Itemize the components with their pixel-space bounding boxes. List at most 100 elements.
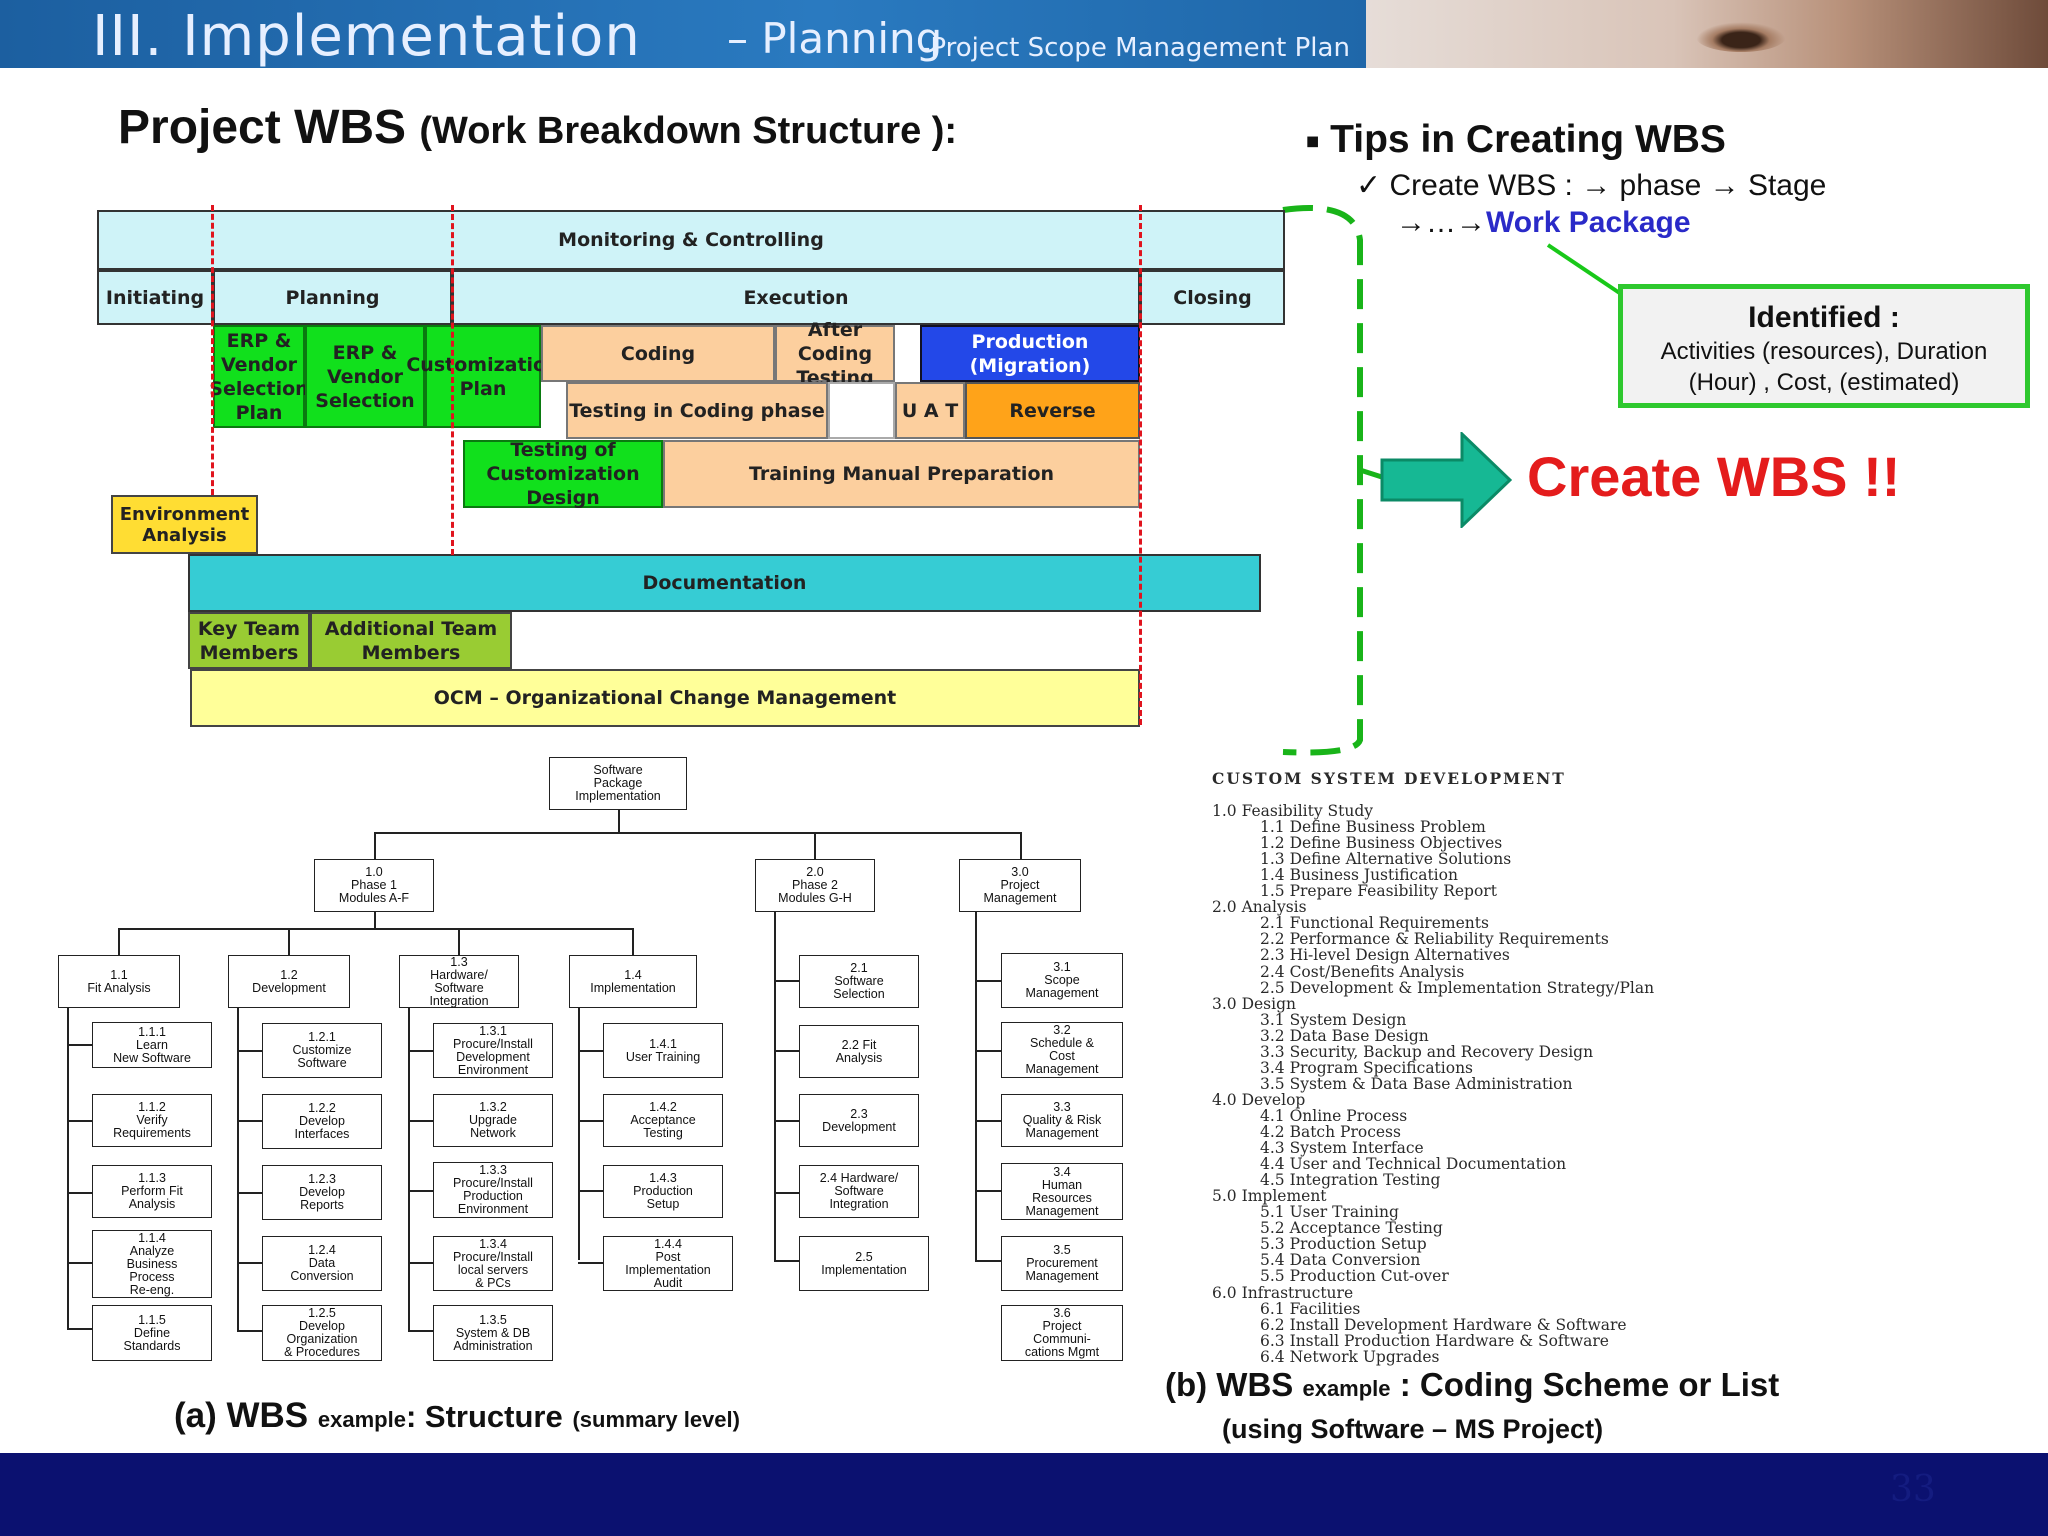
- wbs-node-3-6: 3.6 Project Communi- cations Mgmt: [1001, 1305, 1123, 1361]
- slide-header: III. Implementation – Planning -Project …: [0, 0, 1366, 69]
- identified-line2: (Hour) , Cost, (estimated): [1688, 369, 1960, 396]
- list-item: 5.3 Production Setup: [1260, 1235, 1427, 1254]
- erp-vendor-selection-bar: ERP & Vendor Selection: [305, 325, 425, 428]
- list-item: 2.1 Functional Requirements: [1260, 914, 1489, 933]
- check-icon: ✓: [1356, 169, 1382, 202]
- caption-b: (b) WBS example : Coding Scheme or List: [1165, 1366, 1779, 1404]
- list-item: 2.2 Performance & Reliability Requiremen…: [1260, 930, 1609, 949]
- caption-b-main: : Coding Scheme or List: [1399, 1366, 1780, 1403]
- list-item: 1.2 Define Business Objectives: [1260, 834, 1503, 853]
- list-item: 2.5 Development & Implementation Strateg…: [1260, 978, 1655, 997]
- wbs-node-1-1-3: 1.1.3 Perform Fit Analysis: [92, 1165, 212, 1218]
- wbs-root-node: Software Package Implementation: [549, 757, 687, 810]
- caption-a-small: example: [317, 1407, 406, 1432]
- list-item: 1.1 Define Business Problem: [1260, 818, 1486, 837]
- arrow-right-icon: [1380, 432, 1512, 528]
- caption-b-small: example: [1302, 1376, 1391, 1401]
- wbs-node-1-2-4: 1.2.4 Data Conversion: [262, 1236, 382, 1291]
- wbs-node-1-4-2: 1.4.2 Acceptance Testing: [603, 1094, 723, 1147]
- list-item: 5.4 Data Conversion: [1260, 1251, 1421, 1270]
- uat-bar: U A T: [895, 382, 965, 439]
- list-item: 4.4 User and Technical Documentation: [1260, 1155, 1567, 1174]
- list-section: 1.0 Feasibility Study: [1212, 802, 1374, 820]
- create-wbs-text: Create WBS !!: [1527, 445, 1901, 508]
- list-section: 3.0 Design: [1212, 994, 1296, 1013]
- wbs-node-3-4: 3.4 Human Resources Management: [1001, 1163, 1123, 1220]
- work-package-text: Work Package: [1486, 206, 1691, 239]
- caption-a: (a) WBS example: Structure (summary leve…: [174, 1396, 740, 1436]
- coding-bar: Coding: [541, 325, 775, 382]
- caption-a-prefix: (a) WBS: [174, 1396, 309, 1435]
- identified-callout: Identified : Activities (resources), Dur…: [1618, 284, 2030, 408]
- tips-line2: →…→Work Package: [1396, 206, 1691, 240]
- customization-plan-bar: Customization Plan: [406, 325, 560, 428]
- wbs-node-1-2-2: 1.2.2 Develop Interfaces: [262, 1094, 382, 1149]
- wbs-node-1-1: 1.1 Fit Analysis: [58, 955, 180, 1008]
- list-item: 2.3 Hi-level Design Alternatives: [1260, 946, 1510, 965]
- erp-vendor-plan-bar: ERP & Vendor Selection Plan: [209, 325, 309, 428]
- wbs-node-1-3-2: 1.3.2 Upgrade Network: [433, 1094, 553, 1147]
- caption-b-prefix: (b) WBS: [1165, 1366, 1294, 1403]
- tips-heading: ■ Tips in Creating WBS: [1306, 118, 1726, 162]
- wbs-node-1-2-1: 1.2.1 Customize Software: [262, 1023, 382, 1078]
- wbs-node-1-4-4: 1.4.4 Post Implementation Audit: [603, 1236, 733, 1291]
- list-section: 4.0 Develop: [1212, 1090, 1306, 1109]
- wbs-title: Project WBS (Work Breakdown Structure ):: [118, 100, 957, 155]
- phase-planning: Planning: [213, 270, 452, 325]
- list-item: 4.5 Integration Testing: [1260, 1171, 1441, 1190]
- green-dashed-bracket: [1282, 205, 1363, 756]
- environment-analysis-bar: Environment Analysis: [111, 495, 258, 554]
- wbs-node-2-0: 2.0 Phase 2 Modules G-H: [755, 859, 875, 912]
- caption-a-suffix: (summary level): [572, 1407, 740, 1432]
- header-dash: – Planning: [727, 14, 943, 63]
- phase-initiating: Initiating: [97, 270, 213, 325]
- list-item: 5.1 User Training: [1260, 1203, 1399, 1222]
- wbs-node-1-3: 1.3 Hardware/ Software Integration: [399, 955, 519, 1008]
- tips-line1: ✓ Create WBS : → phase → Stage: [1356, 168, 1826, 203]
- wbs-node-1-1-2: 1.1.2 Verify Requirements: [92, 1094, 212, 1147]
- wbs-node-1-4-1: 1.4.1 User Training: [603, 1023, 723, 1078]
- footer-bar: 33: [0, 1453, 2048, 1536]
- tips-line1-text: Create WBS : → phase → Stage: [1389, 169, 1827, 202]
- wbs-node-1-2-5: 1.2.5 Develop Organization & Procedures: [262, 1305, 382, 1361]
- list-item: 1.4 Business Justification: [1260, 866, 1458, 885]
- wbs-node-1-3-4: 1.3.4 Procure/Install local servers & PC…: [433, 1236, 553, 1291]
- caption-b-line2: (using Software – MS Project): [1222, 1414, 1604, 1444]
- wbs-node-1-1-4: 1.1.4 Analyze Business Process Re-eng.: [92, 1230, 212, 1298]
- wbs-node-3-5: 3.5 Procurement Management: [1001, 1236, 1123, 1291]
- callout-connector: [1546, 243, 1632, 302]
- wbs-node-1-3-3: 1.3.3 Procure/Install Production Environ…: [433, 1162, 553, 1218]
- list-item: 4.3 System Interface: [1260, 1139, 1424, 1158]
- additional-team-bar: Additional Team Members: [310, 612, 512, 669]
- key-team-bar: Key Team Members: [188, 612, 310, 669]
- wbs-node-1-2: 1.2 Development: [228, 955, 350, 1008]
- wbs-node-3-0: 3.0 Project Management: [959, 859, 1081, 912]
- monitoring-controlling-bar: Monitoring & Controlling: [97, 210, 1285, 270]
- list-item: 6.4 Network Upgrades: [1260, 1347, 1440, 1366]
- wbs-node-1-4: 1.4 Implementation: [569, 955, 697, 1008]
- reverse-bar: Reverse: [965, 382, 1140, 439]
- phase-divider-line: [211, 205, 214, 495]
- tips-heading-text: Tips in Creating WBS: [1330, 118, 1726, 161]
- list-item: 1.5 Prepare Feasibility Report: [1260, 882, 1497, 901]
- wbs-title-paren: (Work Breakdown Structure ):: [419, 110, 958, 152]
- after-coding-testing-bar: After Coding Testing: [775, 319, 895, 389]
- wbs-title-main: Project WBS: [118, 101, 407, 154]
- wbs-node-1-3-1: 1.3.1 Procure/Install Development Enviro…: [433, 1023, 553, 1078]
- list-item: 1.3 Define Alternative Solutions: [1260, 850, 1512, 869]
- wbs-node-2-3: 2.3 Development: [799, 1094, 919, 1147]
- phase-divider-line: [451, 205, 454, 555]
- wbs-node-2-5: 2.5 Implementation: [799, 1236, 929, 1291]
- testing-customization-bar: Testing of Customization Design: [463, 439, 663, 509]
- list-item: 5.2 Acceptance Testing: [1260, 1219, 1443, 1238]
- list-section: 6.0 Infrastructure: [1212, 1283, 1354, 1302]
- list-section: 5.0 Implement: [1212, 1187, 1327, 1206]
- wbs-node-2-2: 2.2 Fit Analysis: [799, 1025, 919, 1078]
- documentation-bar: Documentation: [188, 554, 1261, 612]
- list-item: 6.1 Facilities: [1260, 1299, 1361, 1318]
- gap-bar: [828, 382, 895, 439]
- production-migration-bar: Production (Migration): [920, 325, 1140, 382]
- list-item: 4.1 Online Process: [1260, 1106, 1408, 1125]
- caption-a-main: : Structure: [405, 1399, 563, 1434]
- ocm-bar: OCM – Organizational Change Management: [190, 669, 1140, 727]
